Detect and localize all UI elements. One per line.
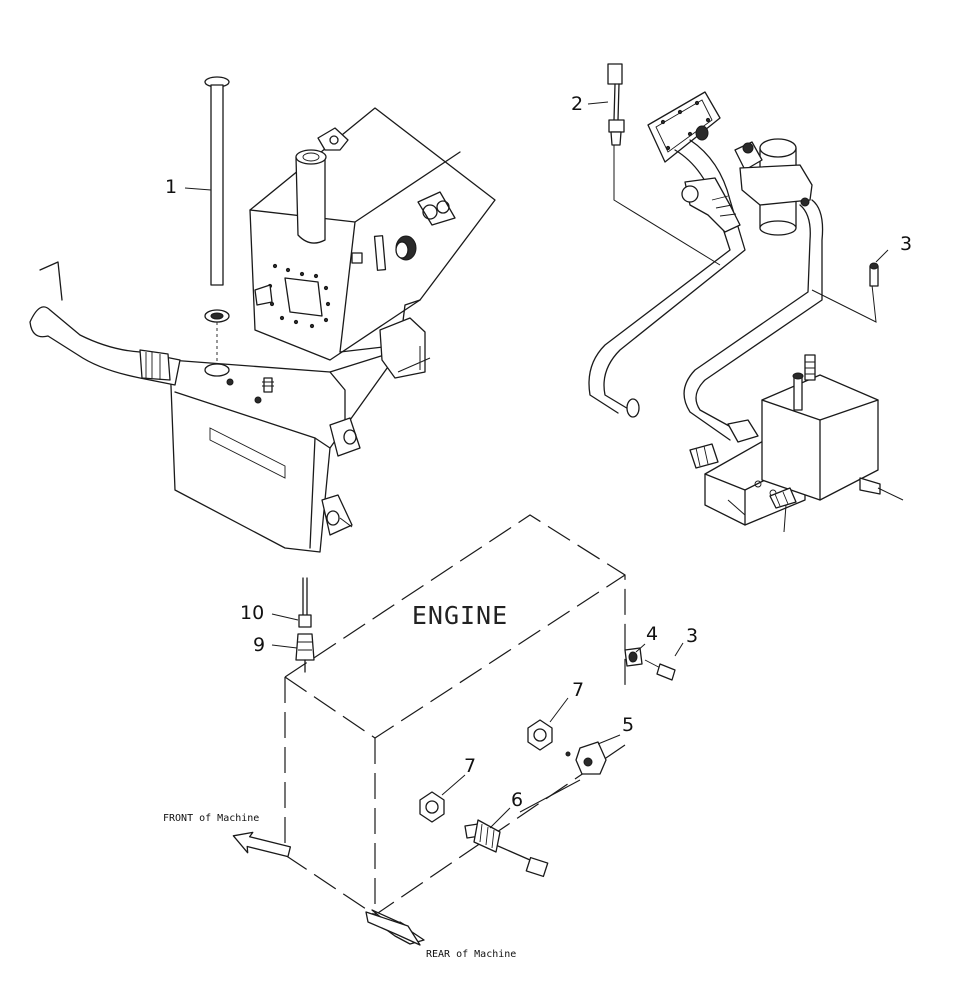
leader-lines: [184, 101, 889, 829]
rear-arrow: REAR of Machine: [365, 909, 516, 960]
callout-10: 10: [240, 602, 264, 624]
callout-3-mid: 3: [686, 625, 698, 647]
suction-strainer: [204, 76, 274, 404]
temperature-sender: [607, 63, 625, 146]
rear-of-machine-label: REAR of Machine: [426, 949, 516, 960]
engine-outline: ENGINE: [284, 514, 626, 916]
suction-hose: [29, 261, 181, 386]
callout-4: 4: [646, 623, 658, 645]
callout-numbers: 1 2 3 10 9 4 3 7 5 7 6: [165, 93, 912, 811]
callout-7-lower: 7: [464, 755, 476, 777]
callout-2: 2: [571, 93, 583, 115]
filter-valve-assembly: [588, 91, 904, 533]
callout-7-upper: 7: [572, 679, 584, 701]
callout-1: 1: [165, 176, 177, 198]
hydraulic-tank-assembly: [29, 76, 496, 553]
engine-sensors: [295, 577, 676, 878]
front-arrow: FRONT of Machine: [163, 813, 292, 858]
callout-5: 5: [622, 714, 634, 736]
callout-3-top: 3: [900, 233, 912, 255]
pressure-switch-top: [869, 262, 879, 287]
callout-6: 6: [511, 789, 523, 811]
callout-9: 9: [253, 634, 265, 656]
front-of-machine-label: FRONT of Machine: [163, 813, 259, 824]
engine-label: ENGINE: [412, 601, 508, 630]
access-plate-bolts: [267, 263, 331, 329]
